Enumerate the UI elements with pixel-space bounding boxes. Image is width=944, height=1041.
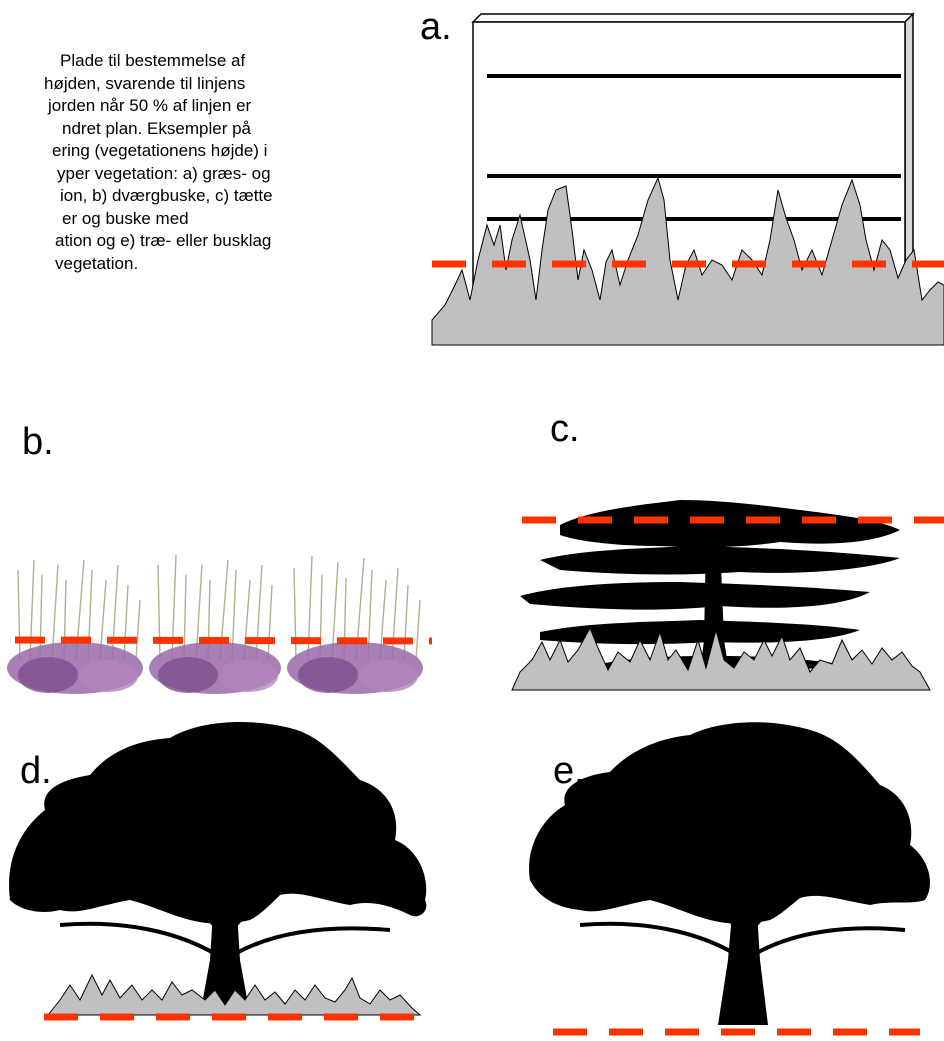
tree-e-trunk (718, 880, 768, 1025)
panel-label-a: a. (420, 6, 452, 48)
caption-line: ering (vegetationens højde) i (52, 141, 268, 160)
caption-line: ndret plan. Eksempler på (62, 118, 251, 138)
caption-line: højden, svarende til linjens (44, 73, 246, 93)
panel-b-illustration (7, 554, 433, 694)
panel-a-illustration (431, 12, 944, 346)
tree-c-trunk (698, 540, 732, 690)
heather-cluster-2 (149, 554, 281, 694)
tree-d-branches (59, 858, 391, 962)
panel-b-dash-line (14, 636, 433, 645)
caption-text: Plade til bestemmelse af højden, svarend… (0, 50, 340, 275)
caption-line: vegetation. (55, 253, 139, 273)
caption-line: Plade til bestemmelse af (60, 51, 246, 70)
heather-cluster-3 (287, 555, 423, 694)
panel-label-b: b. (22, 421, 54, 463)
caption-line: jorden når 50 % af linjen er (48, 96, 252, 115)
caption-line: er og buske med (62, 208, 189, 228)
tree-d-crown (9, 722, 427, 924)
plate-top (471, 13, 915, 23)
panel-label-c: c. (550, 408, 580, 450)
caption-line: yper vegetation: a) græs- og (57, 163, 271, 183)
tree-d-trunk (200, 880, 250, 1015)
panel-e-illustration (529, 722, 930, 1036)
caption-line: ation og e) træ- eller busklag (55, 231, 272, 250)
panel-c-grass-ground (511, 626, 931, 691)
heather-cluster-1 (7, 559, 143, 694)
tree-e-crown (529, 722, 930, 924)
panel-d-illustration (9, 722, 427, 1021)
panel-c-illustration (511, 500, 944, 691)
caption-line: ion, b) dværgbuske, c) tætte (60, 186, 273, 205)
tree-e-branches (579, 858, 906, 962)
panel-label-d: d. (20, 750, 52, 792)
panel-d-grass-ground (46, 973, 422, 1016)
